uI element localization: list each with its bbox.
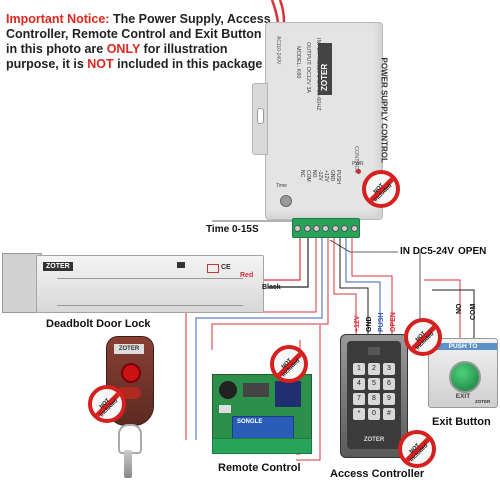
keypad-key[interactable]: 7 xyxy=(353,393,365,405)
keypad-key[interactable]: 5 xyxy=(368,378,380,390)
chip-icon xyxy=(243,383,269,397)
exit-brand: ZOTER xyxy=(475,399,491,404)
access-controller-caption: Access Controller xyxy=(330,468,425,480)
fob-brand: ZOTER xyxy=(114,344,144,354)
push-wire-label: PUSH xyxy=(378,312,385,332)
gnd-wire-label: GND xyxy=(366,316,373,332)
lock-red-wire xyxy=(262,236,301,281)
com-wire-label: COM xyxy=(470,303,477,320)
deadbolt-caption: Deadbolt Door Lock xyxy=(46,318,151,330)
controller-brand: ZOTER xyxy=(363,437,385,443)
controller-open-wire xyxy=(351,236,393,335)
not-included-stamp-receiver: NOT included xyxy=(270,345,308,383)
notice-only: ONLY xyxy=(106,42,141,56)
receiver-terminal-block xyxy=(212,438,312,454)
notice-text-3: included in this package xyxy=(113,57,263,71)
ps-pwr-label: PWR xyxy=(352,161,364,167)
screw-icon xyxy=(350,224,358,232)
notice-not: NOT xyxy=(87,57,114,71)
screw-icon xyxy=(341,224,349,232)
important-notice: Important Notice: The Power Supply, Acce… xyxy=(6,12,274,72)
pwr-led-icon xyxy=(356,169,361,174)
notice-text-1: The Power Supply, Access Controller, Rem… xyxy=(6,12,271,56)
exit-push-to: PUSH TO xyxy=(429,343,497,350)
exit-no-wire xyxy=(424,279,461,340)
lock-brand: ZOTER xyxy=(43,262,73,271)
keypad-key[interactable]: # xyxy=(383,408,395,420)
keypad-key[interactable]: 2 xyxy=(368,363,380,375)
small-component-icon xyxy=(219,405,231,413)
coil-icon xyxy=(275,381,301,407)
mount-hole-icon xyxy=(257,108,264,124)
screw-icon xyxy=(303,224,311,232)
exit-push-button-icon[interactable] xyxy=(449,361,481,393)
card-reader-icon xyxy=(368,347,380,355)
remote-gnd-wire xyxy=(195,236,323,440)
red-wire-label: Red xyxy=(240,272,254,279)
open-wire-label: OPEN xyxy=(390,312,397,332)
controller-push-wire xyxy=(345,236,381,335)
keypad-grid: 1 2 3 4 5 6 7 8 9 * 0 # xyxy=(353,363,395,420)
keypad-key[interactable]: 4 xyxy=(353,378,365,390)
exit-com-wire xyxy=(432,289,475,340)
notice-text-2: for illustration purpose, it is xyxy=(6,42,228,71)
lock-cert-icon xyxy=(207,264,219,273)
time-knob-label: Time xyxy=(276,183,287,189)
access-controller: 1 2 3 4 5 6 7 8 9 * 0 # ZOTER xyxy=(340,334,408,458)
lock-connector-icon xyxy=(177,262,185,268)
not-included-stamp-power: NOT included xyxy=(362,170,400,208)
exit-button-plate: PUSH TO EXIT ZOTER xyxy=(428,338,498,408)
fob-button-icon[interactable] xyxy=(121,363,141,383)
keypad-key[interactable]: 1 xyxy=(353,363,365,375)
keypad-key[interactable]: * xyxy=(353,408,365,420)
screw-icon xyxy=(322,224,330,232)
relay-brand: SONGLE xyxy=(237,419,263,425)
keypad-face: 1 2 3 4 5 6 7 8 9 * 0 # ZOTER xyxy=(347,341,401,449)
terminal-labels: NC COM NO -12V +12V GND PUSH xyxy=(298,170,358,213)
keypad-key[interactable]: 9 xyxy=(383,393,395,405)
keypad-key[interactable]: 8 xyxy=(368,393,380,405)
ac-cord-red xyxy=(270,0,280,23)
not-included-stamp-exit: NOT included xyxy=(404,318,442,356)
ps-side-label: AC110-240V xyxy=(275,36,281,65)
controller-12v-wire xyxy=(333,236,357,335)
terminal-label-push: PUSH xyxy=(335,170,341,184)
ac-cord-red-2 xyxy=(278,0,286,23)
notice-heading: Important Notice: xyxy=(6,12,110,26)
lock-black-wire xyxy=(268,236,309,288)
relay-wire-2 xyxy=(296,325,321,461)
open-label: OPEN xyxy=(458,246,487,257)
lock-diagram-lines xyxy=(57,278,243,306)
controller-gnd-wire xyxy=(339,236,369,335)
ps-brand-plate: ZOTER xyxy=(318,43,332,95)
screw-icon xyxy=(294,224,302,232)
keypad-key[interactable]: 3 xyxy=(383,363,395,375)
lock-ce-icon: CE xyxy=(221,264,231,271)
in-dc-label: IN DC5-24V xyxy=(400,246,454,257)
remote-control-caption: Remote Control xyxy=(218,462,301,474)
screw-icon xyxy=(313,224,321,232)
time-knob-icon[interactable] xyxy=(280,195,292,207)
buzzer-icon xyxy=(219,381,237,399)
keypad-key[interactable]: 0 xyxy=(368,408,380,420)
exit-text: EXIT xyxy=(455,393,471,400)
keypad-key[interactable]: 6 xyxy=(383,378,395,390)
time-label: Time 0-15S xyxy=(206,224,259,235)
ps-brand: ZOTER xyxy=(320,63,329,91)
screw-icon xyxy=(331,224,339,232)
deadbolt-lock-body: ZOTER CE xyxy=(36,255,264,313)
plus12-wire-label: +12V xyxy=(354,315,361,332)
key-clip-icon xyxy=(124,450,132,478)
black-wire-label: Black xyxy=(262,284,281,291)
not-included-stamp-fob: NOT included xyxy=(88,385,126,423)
exit-button-caption: Exit Button xyxy=(432,416,491,428)
receiver-board xyxy=(212,374,312,444)
not-included-stamp-controller: NOT included xyxy=(398,430,436,468)
terminal-block xyxy=(292,218,360,238)
no-wire-label: NO xyxy=(456,303,463,315)
